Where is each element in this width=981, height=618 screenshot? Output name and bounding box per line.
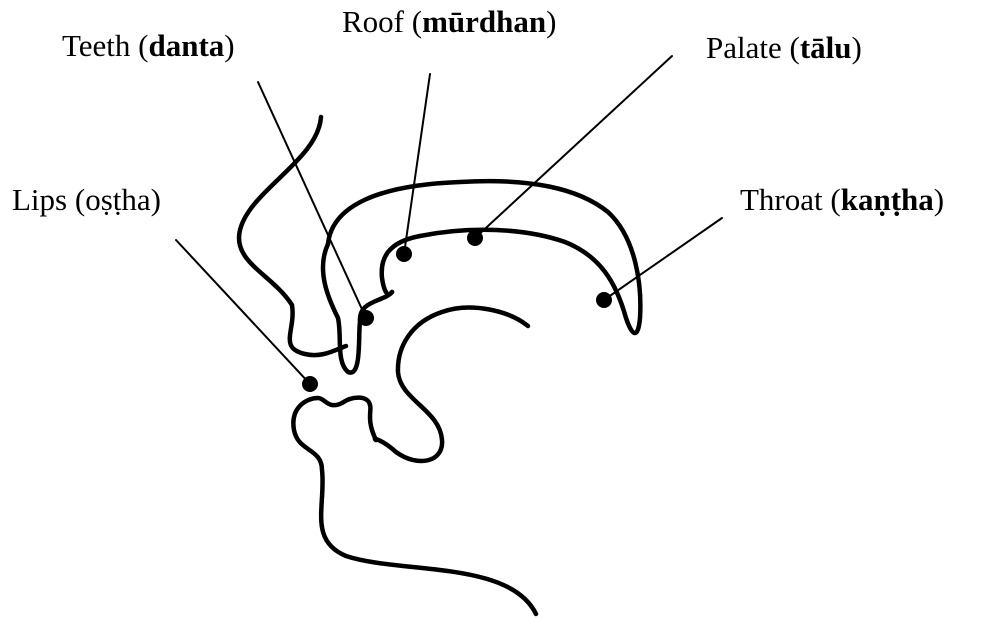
articulation-point-teeth	[358, 310, 374, 326]
lower-lip-chin	[293, 398, 536, 614]
label-teeth-english: Teeth	[62, 28, 130, 63]
label-throat-english: Throat	[740, 182, 823, 217]
label-throat: Throat (kaṇṭha)	[740, 182, 944, 218]
label-palate: Palate (tālu)	[706, 30, 862, 66]
label-roof: Roof (mūrdhan)	[342, 4, 556, 40]
articulation-point-lips	[302, 376, 318, 392]
articulation-point-palate	[467, 230, 483, 246]
tongue-outline	[375, 308, 528, 461]
label-throat-sanskrit: kaṇṭha	[841, 182, 934, 217]
label-lips-sanskrit: oṣṭha	[85, 182, 150, 217]
label-lips: Lips (oṣṭha)	[12, 182, 161, 218]
label-teeth-sanskrit: danta	[148, 28, 224, 63]
articulation-point-roof	[396, 246, 412, 262]
label-palate-english: Palate	[706, 30, 782, 65]
leader-line-roof	[404, 74, 430, 254]
label-lips-english: Lips	[12, 182, 67, 217]
label-roof-sanskrit: mūrdhan	[422, 4, 546, 39]
label-palate-sanskrit: tālu	[800, 30, 852, 65]
articulation-point-throat	[596, 292, 612, 308]
leader-line-lips	[176, 240, 310, 384]
leader-line-palate	[475, 56, 672, 238]
label-teeth: Teeth (danta)	[62, 28, 235, 64]
label-roof-english: Roof	[342, 4, 404, 39]
